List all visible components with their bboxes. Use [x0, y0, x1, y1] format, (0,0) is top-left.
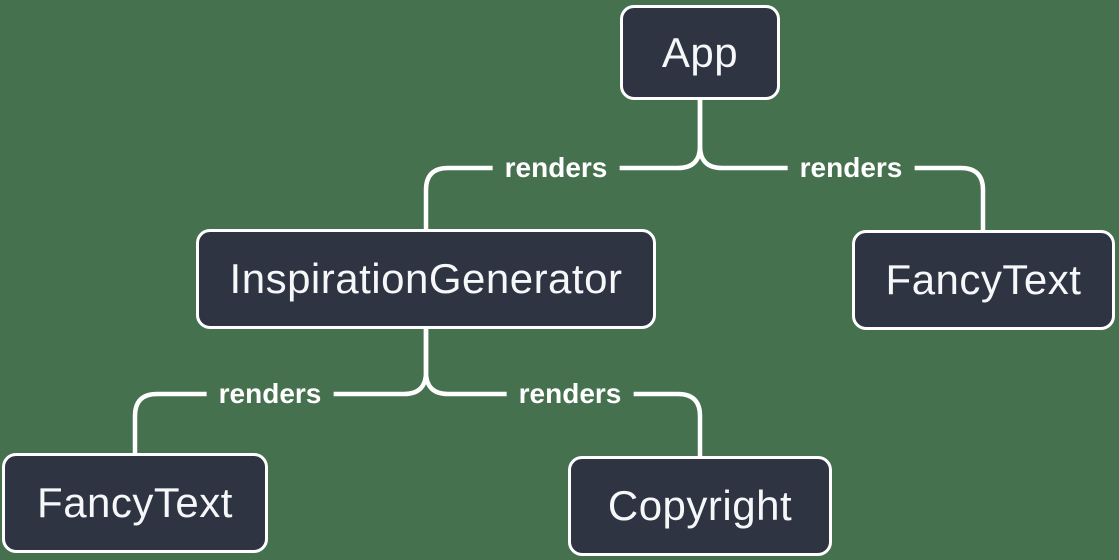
node-fancy-text-top-right: FancyText — [852, 230, 1115, 330]
edge-label-renders-2: renders — [787, 151, 915, 185]
edge-label-renders-4: renders — [506, 377, 634, 411]
node-fancy-text-bottom-left: FancyText — [2, 453, 268, 553]
edge-label-renders-1: renders — [492, 151, 620, 185]
node-inspiration-generator: InspirationGenerator — [196, 229, 656, 329]
node-app: App — [620, 5, 780, 100]
edge-label-renders-3: renders — [206, 377, 334, 411]
node-copyright: Copyright — [568, 456, 832, 556]
